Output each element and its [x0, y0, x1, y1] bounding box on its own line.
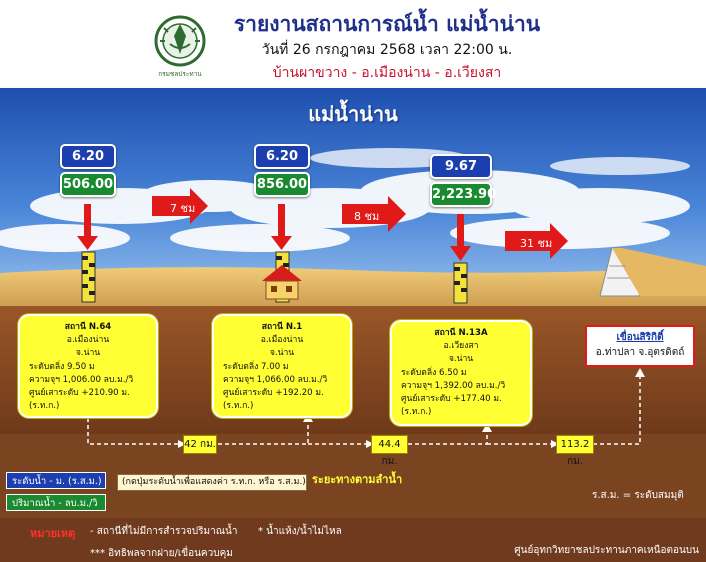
right-arrow-icon: [342, 196, 406, 232]
dam-name-link[interactable]: เขื่อนสิริกิติ์: [616, 332, 664, 343]
report-location: บ้านผาขวาง - อ.เมืองน่าน - อ.เวียงสา: [272, 65, 502, 81]
staff-gauge-icon: [81, 251, 96, 303]
station-bank-level: ระดับตลิ่ง 7.00 ม: [223, 361, 289, 372]
station-card-n1[interactable]: สถานี N.1 อ.เมืองน่าน จ.น่าน ระดับตลิ่ง …: [212, 314, 352, 418]
msl-note: ร.ส.ม. = ระดับสมมุติ: [592, 490, 684, 501]
distance-3: 113.2 กม.: [556, 435, 594, 467]
dam-card-sirikit[interactable]: เขื่อนสิริกิติ์ อ.ท่าปลา จ.อุตรดิตถ์: [585, 325, 695, 367]
dam-location: อ.ท่าปลา จ.อุตรดิตถ์: [595, 347, 685, 358]
distance-label: ระยะทางตามลำน้ำ: [312, 473, 403, 486]
report-title: รายงานสถานการณ์น้ำ แม่น้ำน่าน: [233, 12, 541, 36]
station-bank-level: ระดับตลิ่ง 9.50 ม: [29, 361, 95, 372]
footer-note-dry: * น้ำแห้ง/น้ำไม่ไหล: [258, 526, 342, 537]
station-card-n64[interactable]: สถานี N.64 อ.เมืองน่าน จ.น่าน ระดับตลิ่ง…: [18, 314, 158, 418]
legend-level-button[interactable]: ระดับน้ำ - ม. (ร.ส.ม.): [6, 472, 106, 489]
station-name: สถานี N.1: [261, 322, 303, 332]
station-district: อ.เมืองน่าน: [260, 335, 304, 346]
river-diagram: แม่น้ำน่าน 6.20 506.00 6.20 856.00 9.67 …: [0, 88, 706, 518]
flow-value-n64: 506.00: [60, 172, 116, 197]
travel-time-1: 7 ชม: [170, 202, 196, 215]
station-province: จ.น่าน: [448, 354, 474, 365]
level-button-n13a[interactable]: 9.67: [430, 154, 492, 179]
station-capacity: ความจุฯ 1,066.00 ลบ.ม./วิ: [223, 374, 328, 385]
footer-note-no-survey: - สถานีที่ไม่มีการสำรวจปริมาณน้ำ: [90, 526, 238, 537]
station-province: จ.น่าน: [269, 348, 295, 359]
footer-note-weir: *** อิทธิพลจากฝาย/เขื่อนควบคุม: [90, 548, 233, 559]
footer-remark-label: หมายเหตุ: [30, 527, 76, 540]
station-datum: ศูนย์เสาระดับ +177.40 ม.(ร.ท.ก.): [401, 394, 502, 418]
station-datum: ศูนย์เสาระดับ +192.20 ม.(ร.ท.ก.): [223, 388, 324, 412]
level-button-n64[interactable]: 6.20: [60, 144, 116, 169]
logo-caption: กรมชลประทาน: [158, 70, 202, 78]
right-arrow-icon: [505, 223, 568, 259]
footer-organization: ศูนย์อุทกวิทยาชลประทานภาคเหนือตอนบน: [514, 545, 699, 556]
distance-2: 44.4 กม.: [371, 435, 408, 467]
royal-irrigation-logo: กรมชลประทาน: [154, 15, 206, 78]
staff-gauge-icon: [453, 262, 468, 304]
legend-flow: ปริมาณน้ำ - ลบ.ม./วิ: [6, 494, 106, 511]
station-name: สถานี N.64: [64, 322, 112, 332]
station-bank-level: ระดับตลิ่ง 6.50 ม: [401, 367, 467, 378]
toggle-hint: (กดปุ่มระดับน้ำเพื่อแสดงค่า ร.ท.ก. หรือ …: [117, 474, 307, 491]
station-province: จ.น่าน: [75, 348, 101, 359]
report-header: กรมชลประทาน รายงานสถานการณ์น้ำ แม่น้ำน่า…: [0, 0, 706, 88]
station-district: อ.เวียงสา: [443, 341, 479, 352]
station-name: สถานี N.13A: [434, 328, 488, 338]
travel-time-3: 31 ชม: [520, 237, 553, 250]
down-arrow-icon: [77, 204, 98, 250]
distance-1: 42 กม.: [183, 435, 217, 454]
station-card-n13a[interactable]: สถานี N.13A อ.เวียงสา จ.น่าน ระดับตลิ่ง …: [390, 320, 532, 426]
down-arrow-icon: [450, 214, 471, 261]
report-datetime: วันที่ 26 กรกฎาคม 2568 เวลา 22:00 น.: [261, 42, 513, 58]
travel-time-2: 8 ชม: [354, 210, 380, 223]
station-capacity: ความจุฯ 1,006.00 ลบ.ม./วิ: [29, 374, 134, 385]
station-datum: ศูนย์เสาระดับ +210.90 ม.(ร.ท.ก.): [29, 388, 130, 412]
river-title: แม่น้ำน่าน: [308, 102, 398, 126]
station-district: อ.เมืองน่าน: [66, 335, 110, 346]
station-capacity: ความจุฯ 1,392.00 ลบ.ม./วิ: [401, 380, 506, 391]
dam-icon: [599, 247, 706, 297]
right-arrow-icon: [152, 188, 208, 224]
down-arrow-icon: [271, 204, 292, 250]
footer: หมายเหตุ - สถานีที่ไม่มีการสำรวจปริมาณน้…: [0, 518, 706, 562]
flow-value-n1: 856.00: [254, 172, 310, 197]
flow-value-n13a: 2,223.90: [430, 182, 496, 207]
level-button-n1[interactable]: 6.20: [254, 144, 310, 169]
house-icon: [262, 265, 302, 300]
